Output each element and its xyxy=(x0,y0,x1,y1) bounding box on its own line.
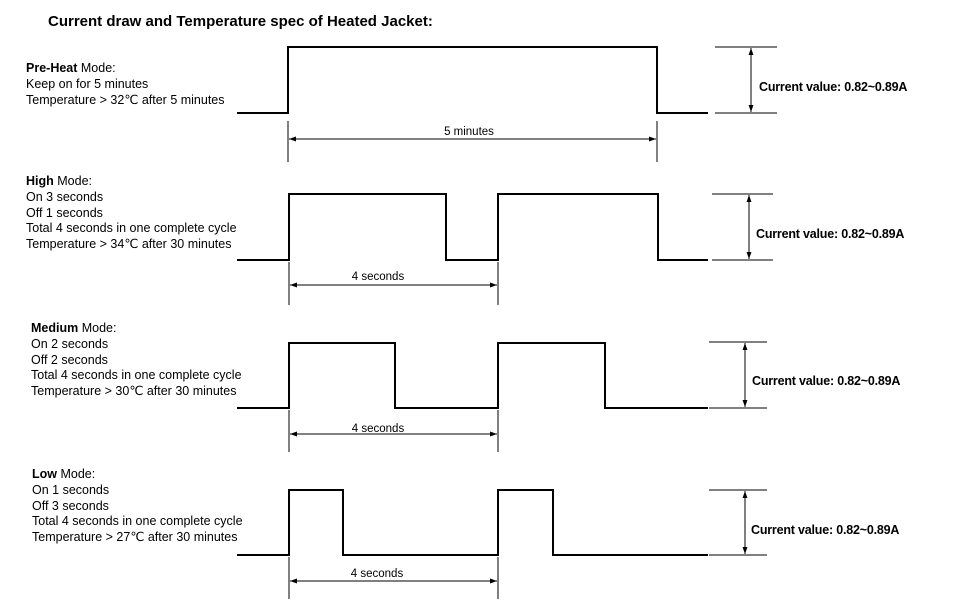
medium-current-label: Current value: 0.82~0.89A xyxy=(752,374,901,388)
medium-line-2: Off 2 seconds xyxy=(31,352,108,367)
medium-mode-description: Medium Mode: On 2 seconds Off 2 seconds … xyxy=(31,321,242,400)
preheat-line-1: Keep on for 5 minutes xyxy=(26,76,149,91)
low-line-3: Total 4 seconds in one complete cycle xyxy=(32,514,243,529)
low-waveform xyxy=(237,489,708,556)
high-waveform xyxy=(237,193,708,261)
preheat-current-label: Current value: 0.82~0.89A xyxy=(759,80,908,94)
high-line-2: Off 1 seconds xyxy=(26,205,103,220)
medium-line-1: On 2 seconds xyxy=(31,336,109,351)
high-line-3: Total 4 seconds in one complete cycle xyxy=(26,221,237,236)
low-mode-suffix: Mode: xyxy=(57,467,96,481)
preheat-mode-name: Pre-Heat xyxy=(26,61,78,75)
high-line-4: Temperature > 34℃ after 30 minutes xyxy=(26,237,232,252)
low-line-4: Temperature > 27℃ after 30 minutes xyxy=(32,530,238,545)
medium-line-3: Total 4 seconds in one complete cycle xyxy=(31,368,242,383)
high-mode-name: High xyxy=(26,174,54,188)
low-current-label: Current value: 0.82~0.89A xyxy=(751,523,900,537)
medium-line-4: Temperature > 30℃ after 30 minutes xyxy=(31,384,237,399)
high-line-1: On 3 seconds xyxy=(26,189,104,204)
preheat-mode-suffix: Mode: xyxy=(77,61,116,75)
preheat-mode-description: Pre-Heat Mode: Keep on for 5 minutes Tem… xyxy=(26,61,225,108)
low-mode-description: Low Mode: On 1 seconds Off 3 seconds Tot… xyxy=(32,467,243,546)
medium-mode-name: Medium xyxy=(31,321,79,335)
high-current-label: Current value: 0.82~0.89A xyxy=(756,227,905,241)
low-duration-label: 4 seconds xyxy=(351,568,404,580)
low-line-2: Off 3 seconds xyxy=(32,498,109,513)
low-line-1: On 1 seconds xyxy=(32,482,110,497)
preheat-waveform xyxy=(237,46,708,114)
medium-waveform xyxy=(237,342,708,409)
page-title: Current draw and Temperature spec of Hea… xyxy=(48,13,433,30)
low-mode-name: Low xyxy=(32,467,57,481)
high-mode-description: High Mode: On 3 seconds Off 1 seconds To… xyxy=(26,174,237,253)
high-duration-label: 4 seconds xyxy=(352,271,405,283)
medium-mode-suffix: Mode: xyxy=(78,321,117,335)
medium-duration-label: 4 seconds xyxy=(352,423,405,435)
preheat-duration-label: 5 minutes xyxy=(444,126,494,138)
preheat-line-2: Temperature > 32℃ after 5 minutes xyxy=(26,92,225,107)
high-mode-suffix: Mode: xyxy=(53,174,92,188)
